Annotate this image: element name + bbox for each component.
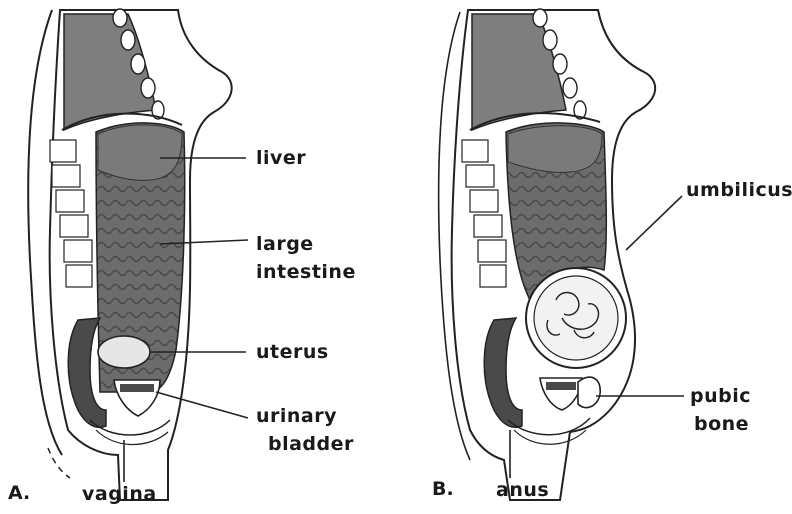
label-pubic: pubic	[690, 384, 751, 408]
label-vagina: vagina	[82, 482, 157, 506]
label-bone: bone	[694, 412, 749, 436]
label-umbilicus: umbilicus	[686, 178, 792, 202]
uterus-organ	[98, 336, 150, 368]
label-liver: liver	[256, 146, 306, 170]
panel-a-figure	[28, 9, 248, 500]
label-large: large	[256, 232, 314, 256]
label-bladder: bladder	[268, 432, 354, 456]
label-uterus: uterus	[256, 340, 329, 364]
label-urinary: urinary	[256, 404, 337, 428]
pubic-bone-shape	[578, 377, 600, 408]
panel-a-letter: A.	[8, 482, 30, 504]
label-intestine: intestine	[256, 260, 356, 284]
liver-organ	[98, 125, 182, 180]
panel-b-letter: B.	[432, 478, 454, 500]
label-anus: anus	[496, 478, 549, 502]
panel-b-figure	[439, 9, 684, 500]
